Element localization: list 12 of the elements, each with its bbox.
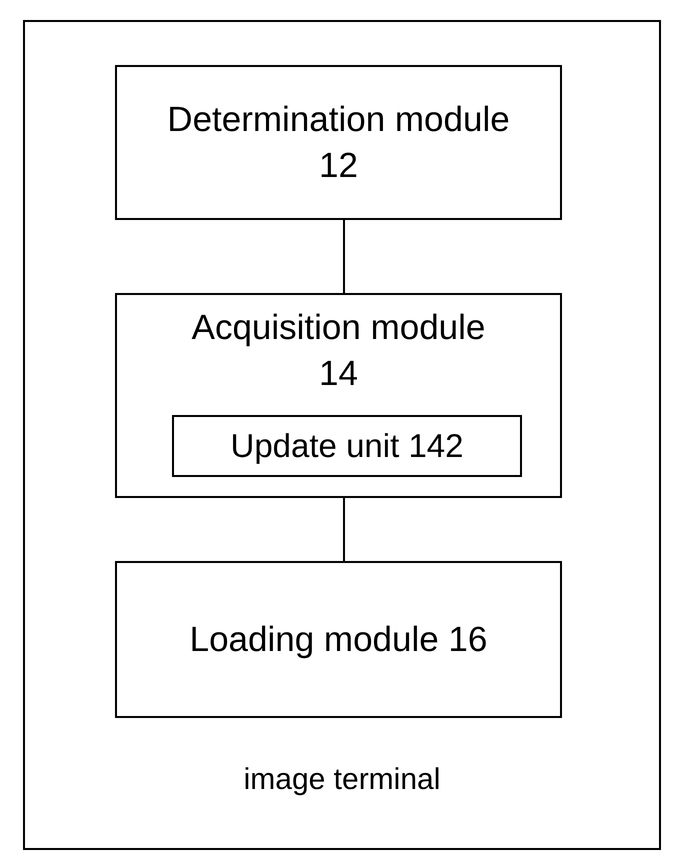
box-label: Loading module 16 [188,618,488,660]
module-box [115,65,562,220]
box-label: Acquisition module 14 [190,307,486,395]
module-box [115,293,562,498]
box-label: image terminal [242,762,442,798]
connector-line [343,220,345,293]
box-label: Update unit 142 [230,426,464,466]
box-label: Determination module 12 [166,98,511,186]
connector-line [343,498,345,561]
terminal-frame [23,20,661,850]
module-box [115,561,562,718]
unit-box [172,415,522,477]
